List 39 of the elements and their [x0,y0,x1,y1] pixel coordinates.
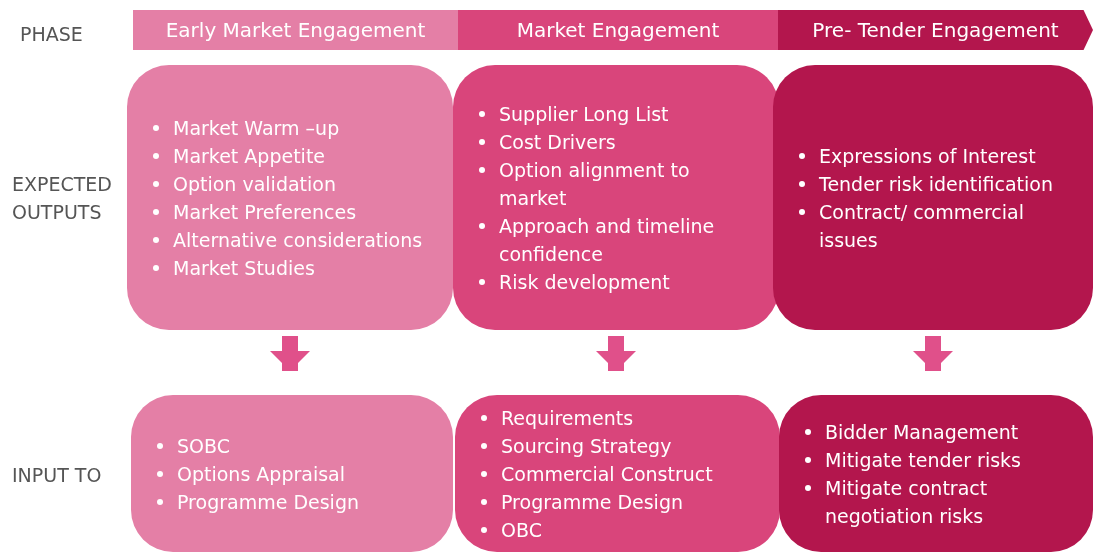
bullet-item: Programme Design [501,489,683,515]
bullet-item: Requirements [501,405,634,431]
bullet-item: Risk development [499,269,670,295]
phase-band: Market Engagement [458,10,778,50]
bullet-item: OBC [501,517,542,543]
bullet-item: Market Warm –up [173,115,340,141]
output-box [773,65,1093,330]
phase-band: Pre- Tender Engagement [778,10,1093,50]
bullet-item: Commercial Construct [501,461,713,487]
phase-band: Early Market Engagement [133,10,458,50]
bullet-item: Alternative considerations [173,227,423,253]
bullet-item: Approach and timeline confidence [499,213,716,267]
bullet-item: Sourcing Strategy [501,433,672,459]
bullet-item: Market Studies [173,255,315,281]
row-label: EXPECTED OUTPUTS [12,172,113,225]
bullet-item: Cost Drivers [499,129,616,155]
bullet-item: Mitigate tender risks [825,447,1021,473]
bullet-item: Market Appetite [173,143,326,169]
bullet-item: Option validation [173,171,336,197]
bullet-item: Options Appraisal [177,461,346,487]
bullet-item: Contract/ commercial issues [819,199,1025,253]
bullet-item: Tender risk identification [819,171,1053,197]
bullet-item: Bidder Management [825,419,1019,445]
row-label: INPUT TO [12,463,103,488]
bullet-item: SOBC [177,433,230,459]
bullet-item: Option alignment to market [499,157,691,211]
arrow [596,336,636,371]
bullet-item: Market Preferences [173,199,357,225]
row-label: PHASE [20,22,84,47]
bullet-item: Supplier Long List [499,101,669,127]
output-box [455,395,780,552]
bullet-item: Mitigate contract negotiation risks [825,475,989,529]
output-box [127,65,453,330]
arrow [270,336,310,371]
bullet-item: Expressions of Interest [819,143,1036,169]
output-box [779,395,1093,552]
bullet-item: Programme Design [177,489,359,515]
output-box [131,395,453,552]
arrow [913,336,953,371]
